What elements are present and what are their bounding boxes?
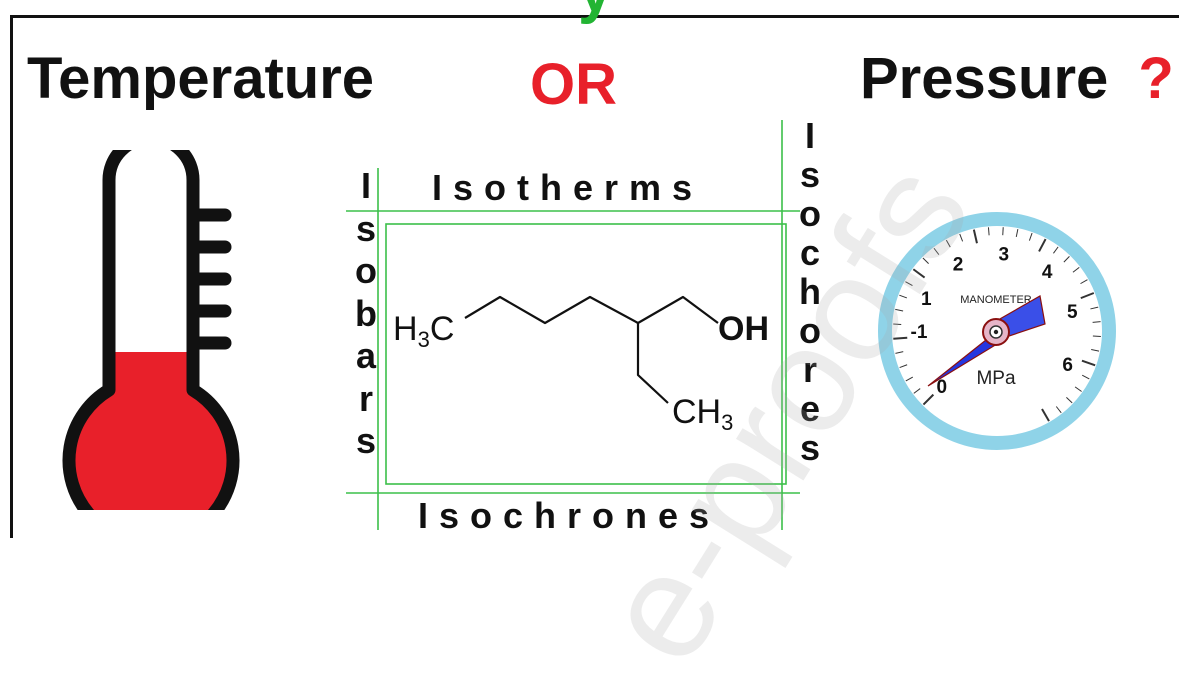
gauge-unit: MPa [976,368,1016,389]
gauge-scale-label: 4 [1042,262,1053,283]
ch3-subscript: 3 [721,410,733,435]
gauge-tick [988,227,989,235]
molecule-ch3: CH3 [672,395,733,434]
gauge-scale-label: -1 [911,322,928,343]
gauge-scale-label: 5 [1067,302,1078,323]
gauge-scale-label: 6 [1062,355,1073,376]
gauge-scale-label: 3 [999,244,1010,265]
gauge-tick [893,338,907,339]
ch3-ch: CH [672,393,721,431]
h3c-subscript: 3 [418,327,430,352]
h3c-h: H [393,310,418,348]
gauge-scale-label: 1 [921,289,932,310]
molecule-oh: OH [718,312,769,346]
gauge-hub-dot [994,330,998,334]
h3c-c: C [430,310,455,348]
gauge-tick [1093,322,1101,323]
gauge-scale-label: 2 [953,254,964,275]
gauge-tick [893,324,901,325]
molecule-h3c: H3C [393,312,454,351]
gauge-brand: MANOMETER [960,294,1032,306]
